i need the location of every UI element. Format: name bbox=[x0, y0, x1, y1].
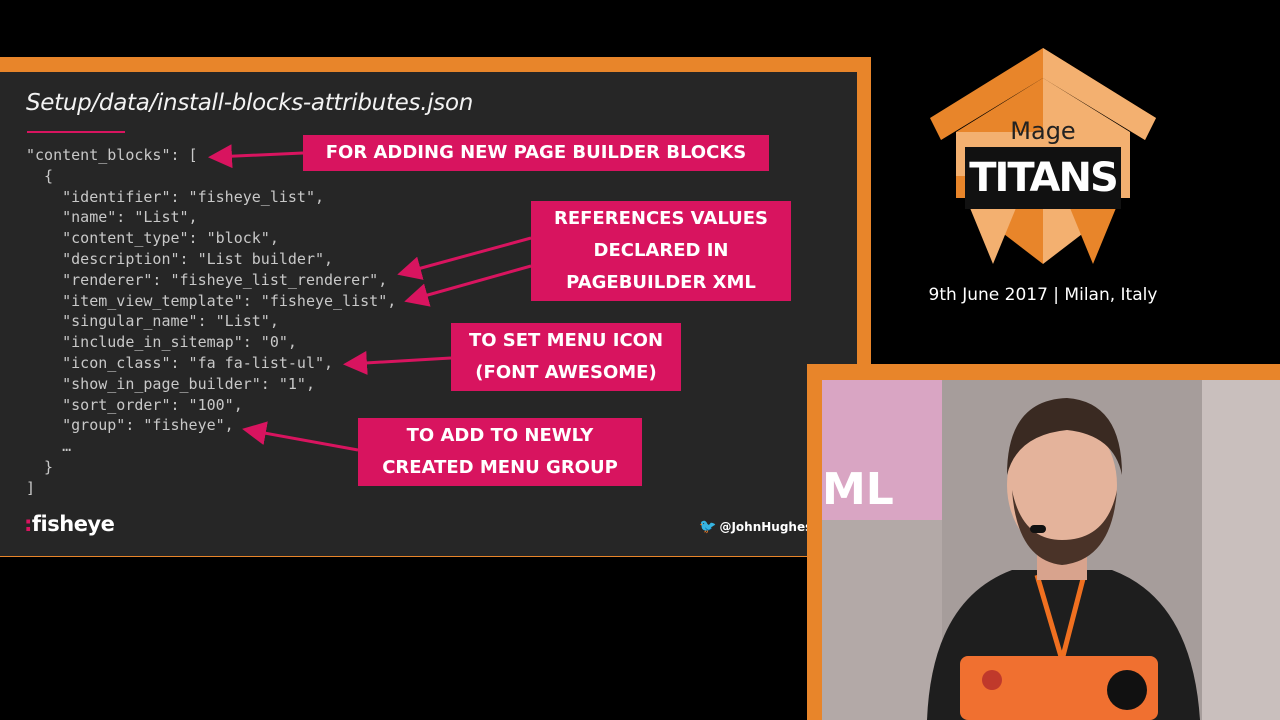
twitter-handle-text: @JohnHughes1 bbox=[719, 520, 807, 534]
code-line: ] bbox=[26, 478, 36, 497]
callout-new-blocks: FOR ADDING NEW PAGE BUILDER BLOCKS bbox=[303, 135, 769, 171]
code-line: "item_view_template": "fisheye_list", bbox=[26, 291, 397, 310]
callout-text-group: TO ADD TO NEWLY CREATED MENU GROUP bbox=[382, 420, 618, 484]
video-background-screen bbox=[822, 380, 942, 520]
code-line: "icon_class": "fa fa-list-ul", bbox=[26, 353, 334, 372]
code-line: "renderer": "fisheye_list_renderer", bbox=[26, 270, 388, 289]
code-line: … bbox=[26, 437, 72, 456]
code-line: } bbox=[26, 457, 54, 476]
title-underline bbox=[27, 131, 125, 133]
callout-text: DECLARED IN bbox=[593, 240, 729, 261]
logo-titans-text: TITANS bbox=[965, 147, 1121, 209]
callout-text-group: REFERENCES VALUES DECLARED IN PAGEBUILDE… bbox=[554, 203, 768, 299]
code-line: "show_in_page_builder": "1", bbox=[26, 374, 315, 393]
callout-text: CREATED MENU GROUP bbox=[382, 457, 618, 478]
code-line: { bbox=[26, 166, 54, 185]
callout-text-group: TO SET MENU ICON (FONT AWESOME) bbox=[469, 325, 663, 389]
callout-text: FOR ADDING NEW PAGE BUILDER BLOCKS bbox=[325, 142, 747, 163]
code-line: "content_type": "block", bbox=[26, 229, 279, 248]
speaker-video: ML bbox=[822, 380, 1280, 720]
callout-references: REFERENCES VALUES DECLARED IN PAGEBUILDE… bbox=[531, 201, 791, 301]
callout-text: REFERENCES VALUES bbox=[553, 208, 769, 229]
code-line: "identifier": "fisheye_list", bbox=[26, 187, 325, 206]
code-line: "include_in_sitemap": "0", bbox=[26, 333, 297, 352]
code-block: "content_blocks": [ { "identifier": "fis… bbox=[26, 145, 396, 499]
fisheye-logo: :fisheye bbox=[24, 512, 115, 536]
callout-menu-group: TO ADD TO NEWLY CREATED MENU GROUP bbox=[358, 418, 642, 486]
speaker-figure bbox=[927, 380, 1280, 720]
code-line: "name": "List", bbox=[26, 208, 198, 227]
callout-text: PAGEBUILDER XML bbox=[566, 272, 756, 293]
code-line: "group": "fisheye", bbox=[26, 416, 234, 435]
callout-menu-icon: TO SET MENU ICON (FONT AWESOME) bbox=[451, 323, 681, 391]
slide-title: Setup/data/install-blocks-attributes.jso… bbox=[26, 90, 474, 116]
callout-text: TO ADD TO NEWLY bbox=[406, 425, 594, 446]
callout-text: TO SET MENU ICON bbox=[468, 330, 664, 351]
twitter-icon: 🐦 bbox=[699, 519, 717, 535]
code-line: "content_blocks": [ bbox=[26, 146, 198, 164]
video-background-text: ML bbox=[822, 464, 894, 515]
code-line: "sort_order": "100", bbox=[26, 395, 243, 414]
code-line: "singular_name": "List", bbox=[26, 312, 279, 331]
logo-mage-text: Mage bbox=[1010, 117, 1076, 145]
callout-text: (FONT AWESOME) bbox=[475, 362, 657, 383]
event-date-location: 9th June 2017 | Milan, Italy bbox=[928, 285, 1158, 305]
code-line: "description": "List builder", bbox=[26, 249, 334, 268]
twitter-handle: 🐦 @JohnHughes1 bbox=[699, 519, 807, 535]
